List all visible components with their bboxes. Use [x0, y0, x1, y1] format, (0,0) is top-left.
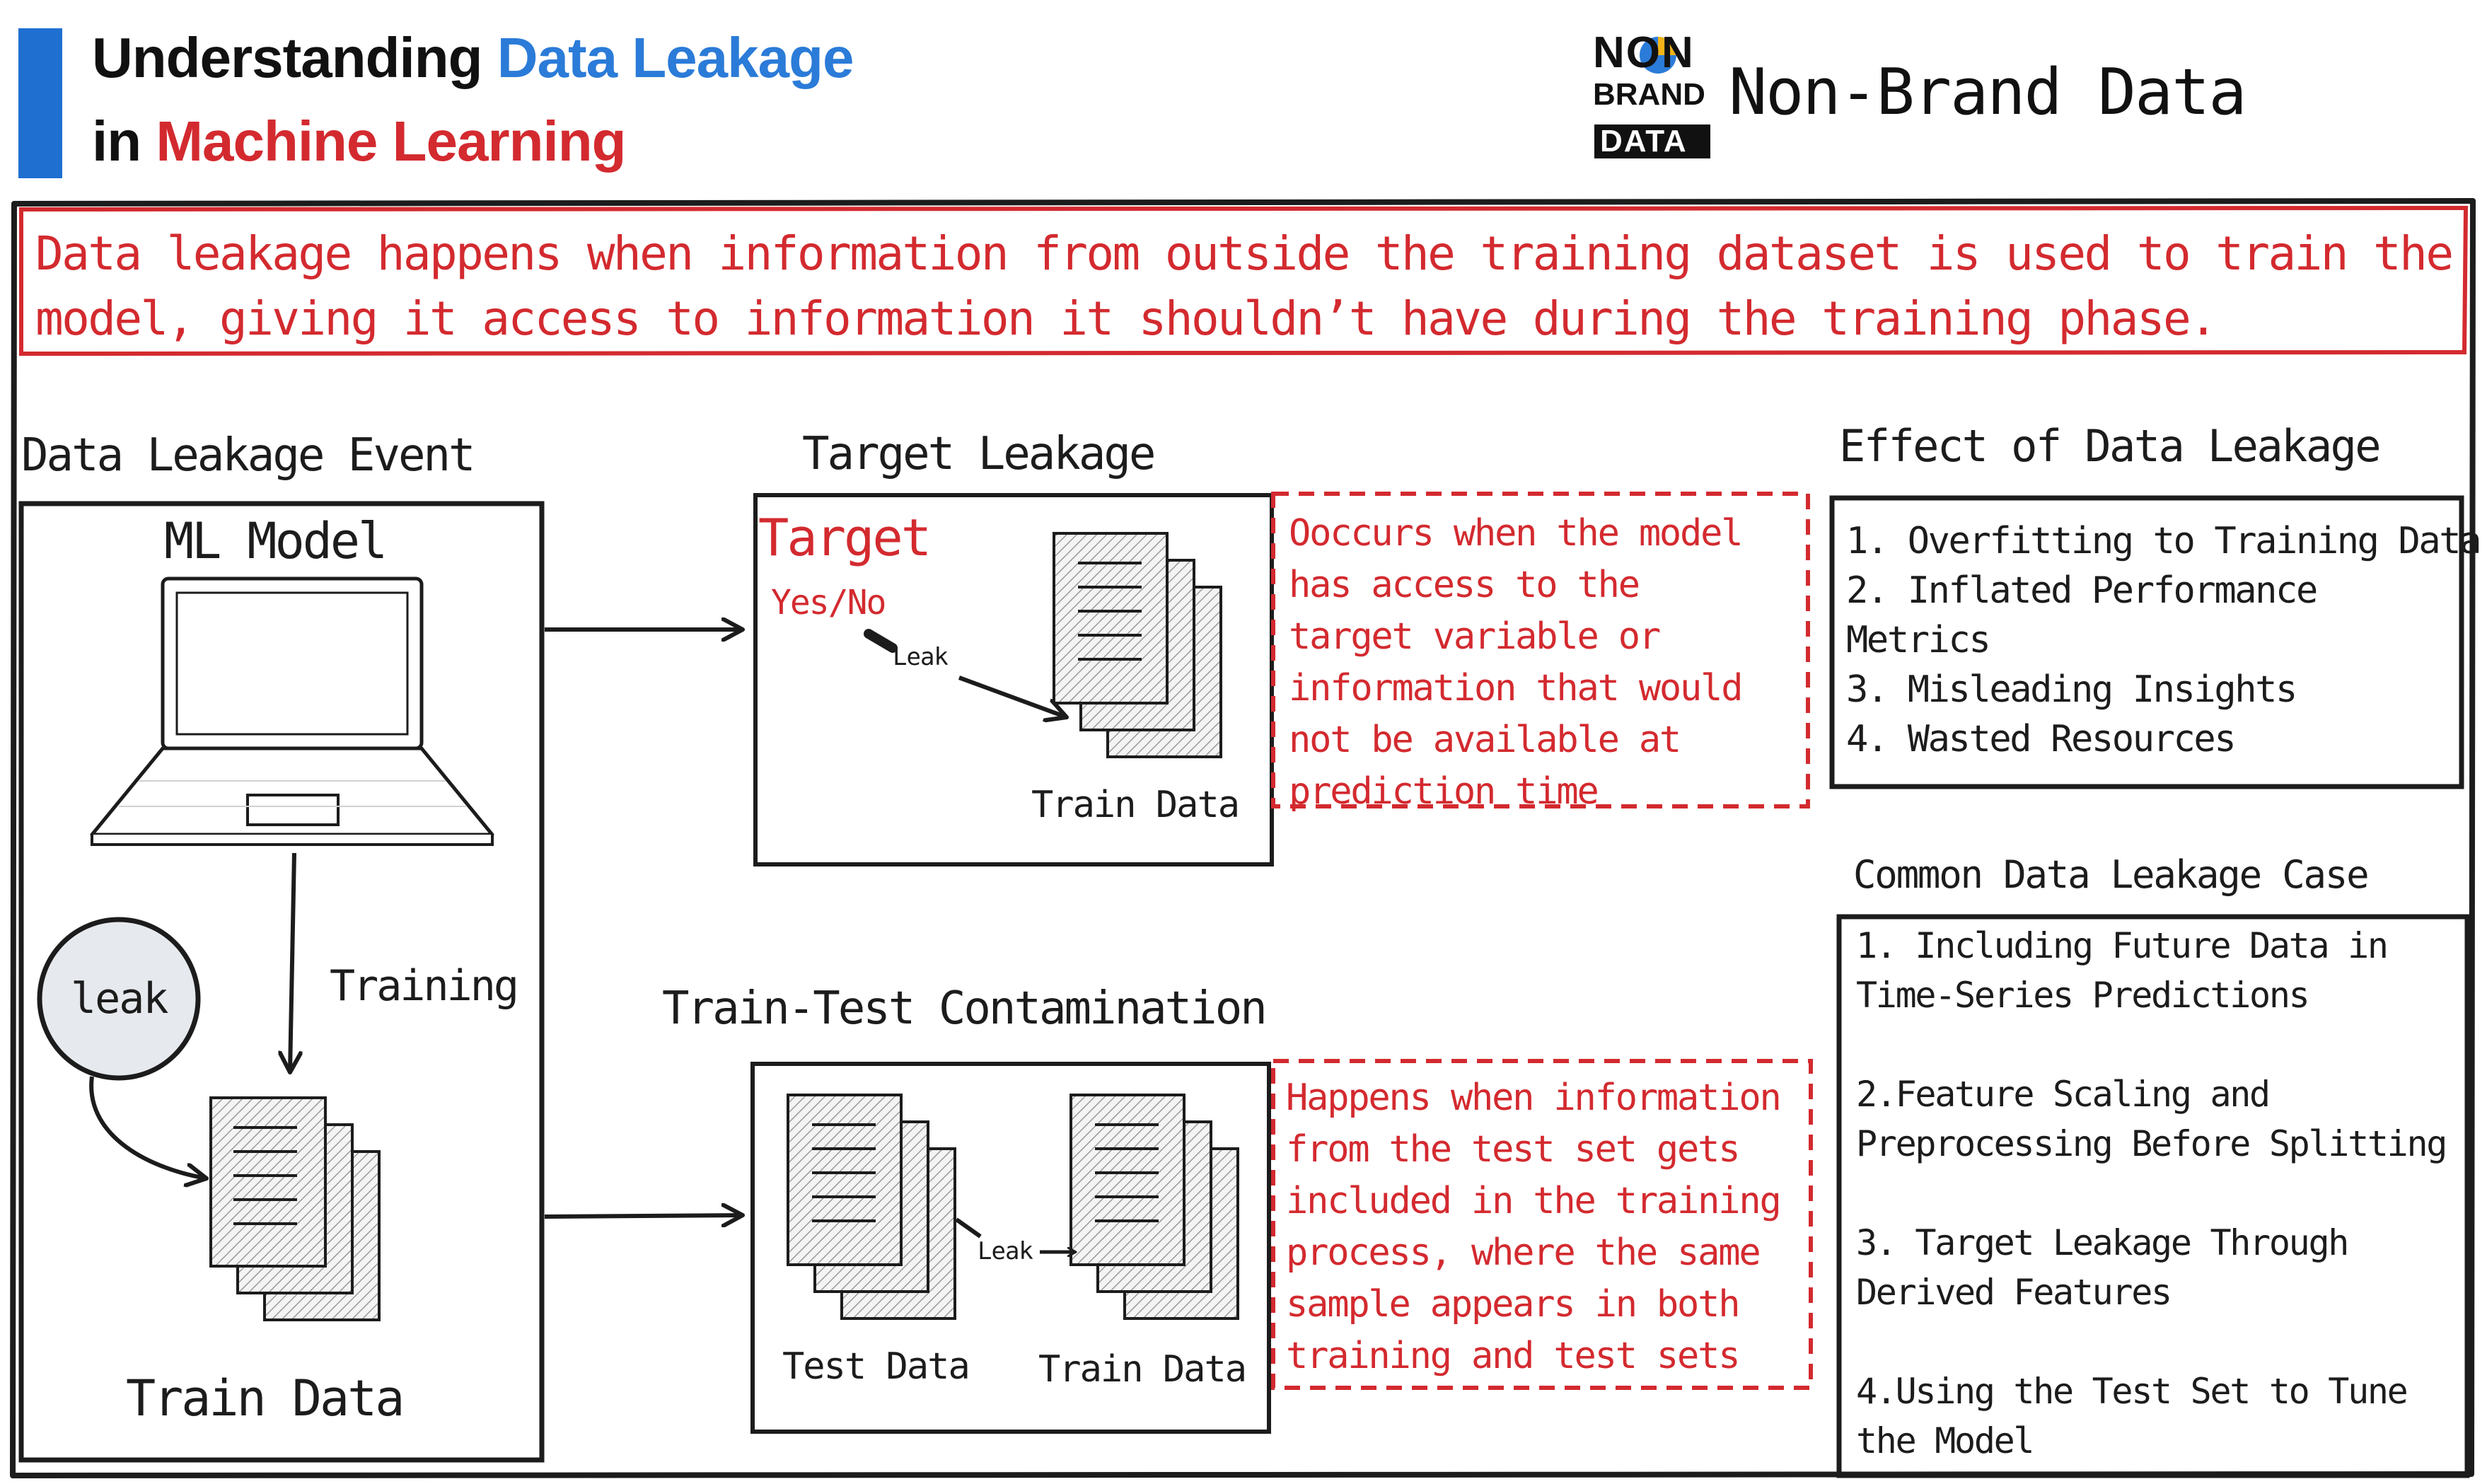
target-description-line: not be available at	[1289, 719, 1681, 761]
title-text-machine-learning: Machine Learning	[156, 110, 626, 173]
effects-list-item: 3. Misleading Insights	[1846, 668, 2297, 711]
arrow-to-contamination	[544, 1215, 743, 1217]
target-description-line: information that would	[1289, 667, 1744, 709]
contamination-description-line: sample appears in both	[1286, 1283, 1741, 1326]
event-heading: Data Leakage Event	[21, 429, 476, 482]
contamination-box	[750, 1062, 1271, 1434]
target-description-line: has access to the	[1289, 564, 1640, 606]
definition-line2: model, giving it access to information i…	[35, 291, 2218, 346]
target-leakage-heading: Target Leakage	[802, 428, 1156, 480]
cases-box	[1836, 914, 2470, 1478]
effects-list-item: 2. Inflated Performance	[1846, 569, 2318, 612]
target-document-stack-icon	[1053, 532, 1222, 758]
yesno-label: Yes/No	[771, 583, 886, 622]
title-text-data-leakage: Data Leakage	[497, 26, 854, 89]
target-leak-label: Leak	[893, 643, 949, 671]
brand-logo-line2: BRAND	[1593, 77, 1705, 112]
target-description: Ooccurs when the model has access to the…	[1289, 508, 1744, 818]
effects-list-item: 4. Wasted Resources	[1846, 718, 2237, 760]
cases-list-item: Derived Features	[1856, 1272, 2172, 1313]
event-box	[18, 501, 545, 1463]
leak-circle	[37, 917, 201, 1081]
outer-frame	[10, 198, 2476, 1478]
target-leak-arrow	[958, 676, 1067, 717]
target-train-data-label: Train Data	[1031, 784, 1240, 826]
leak-label: leak	[71, 974, 168, 1024]
training-arrow	[290, 852, 294, 1072]
title-text-in: in	[92, 110, 156, 173]
cases-list-item: the Model	[1856, 1420, 2035, 1461]
contamination-leak-stub	[955, 1217, 982, 1239]
effects-list-item: Metrics	[1846, 619, 1991, 661]
training-label: Training	[330, 961, 519, 1011]
effects-list: 1. Overfitting to Training Data 2. Infla…	[1846, 516, 2482, 764]
contamination-description-line: training and test sets	[1286, 1335, 1741, 1377]
target-label: Target	[758, 508, 932, 567]
test-data-label: Test Data	[782, 1345, 970, 1388]
target-description-line: target variable or	[1289, 615, 1661, 658]
target-description-line: Ooccurs when the model	[1289, 512, 1744, 555]
contamination-leak-label: Leak	[978, 1237, 1033, 1265]
target-leak-stub	[864, 629, 898, 653]
leak-arrow	[89, 1076, 207, 1178]
cases-list-item: 2.Feature Scaling and	[1856, 1074, 2271, 1115]
contamination-train-data-label: Train Data	[1038, 1348, 1247, 1391]
brand-logo-line1: NON	[1593, 28, 1695, 77]
target-description-line: prediction time	[1289, 770, 1599, 813]
train-document-stack-icon	[1069, 1094, 1239, 1320]
definition-line1: Data leakage happens when information fr…	[35, 226, 2454, 281]
cases-list-item: 4.Using the Test Set to Tune	[1856, 1371, 2408, 1412]
brand-logo-line3: DATA	[1600, 124, 1688, 158]
contamination-description: Happens when information from the test s…	[1286, 1072, 1782, 1382]
cases-list-item: Time-Series Predictions	[1856, 975, 2310, 1016]
effects-box	[1829, 495, 2464, 789]
target-description-box	[1271, 492, 1810, 808]
contamination-description-line: from the test set gets	[1286, 1128, 1741, 1171]
title-accent-bar	[18, 28, 62, 178]
effects-list-item: 1. Overfitting to Training Data	[1846, 520, 2482, 562]
laptop-icon	[90, 576, 494, 846]
model-label: ML Model	[164, 512, 388, 570]
contamination-description-line: Happens when information	[1286, 1077, 1782, 1119]
contamination-description-box	[1271, 1059, 1813, 1390]
cases-list: 1. Including Future Data in Time-Series …	[1856, 921, 2447, 1466]
cases-heading: Common Data Leakage Case	[1853, 852, 2370, 897]
contamination-heading: Train-Test Contamination	[662, 982, 1268, 1035]
page-title-line1: Understanding Data Leakage	[92, 30, 854, 86]
cases-list-item: 3. Target Leakage Through	[1856, 1222, 2349, 1263]
document-stack-icon	[209, 1096, 381, 1321]
test-document-stack-icon	[787, 1094, 956, 1320]
contamination-description-line: process, where the same	[1286, 1231, 1761, 1274]
cases-list-item: 1. Including Future Data in	[1856, 925, 2389, 966]
contamination-description-line: included in the training	[1286, 1180, 1782, 1222]
title-text-understanding: Understanding	[92, 26, 497, 89]
effects-heading: Effect of Data Leakage	[1839, 420, 2382, 472]
brand-logo-icon	[1594, 37, 1710, 158]
cases-list-item: Preprocessing Before Splitting	[1856, 1123, 2447, 1164]
definition-box	[19, 205, 2469, 356]
event-train-data-label: Train Data	[126, 1369, 405, 1427]
page-title-line2: in Machine Learning	[92, 110, 626, 173]
brand-name: Non-Brand Data	[1729, 55, 2247, 129]
